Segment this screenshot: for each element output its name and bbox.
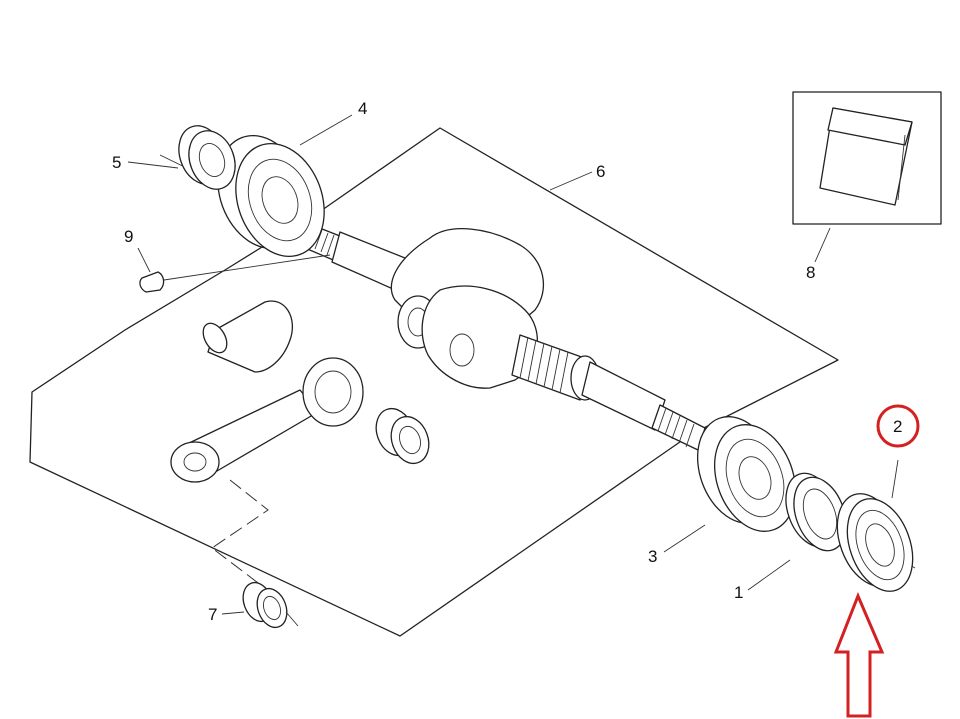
bearing-left xyxy=(217,134,325,258)
oil-seal-left xyxy=(178,125,236,190)
dashed-guide xyxy=(211,479,271,593)
part-label-3: 3 xyxy=(648,547,657,566)
piston-pin xyxy=(202,300,294,373)
highlight-arrow-icon xyxy=(833,592,885,718)
part-label-8: 8 xyxy=(806,263,815,282)
part-label-9: 9 xyxy=(124,227,133,246)
connecting-rod xyxy=(170,357,364,483)
part-label-6: 6 xyxy=(596,162,605,181)
oil-seal-right xyxy=(836,493,914,592)
leader-lines xyxy=(127,114,899,615)
assembly-outline xyxy=(29,127,839,637)
part-label-4: 4 xyxy=(358,99,367,118)
part-label-7: 7 xyxy=(208,605,217,624)
needle-bearing-inner xyxy=(375,407,430,465)
highlight-circle xyxy=(876,404,920,448)
part-label-1: 1 xyxy=(734,583,743,602)
needle-bearing-spare xyxy=(242,581,299,629)
part-label-2: 2 xyxy=(893,417,902,436)
crankshaft xyxy=(304,224,706,451)
bearing-right xyxy=(696,416,797,532)
spacer-ring xyxy=(785,472,847,552)
gasket-kit-packet xyxy=(819,107,913,206)
gasket-kit-box xyxy=(792,91,942,225)
woodruff-key xyxy=(139,271,165,293)
part-label-5: 5 xyxy=(112,153,121,172)
